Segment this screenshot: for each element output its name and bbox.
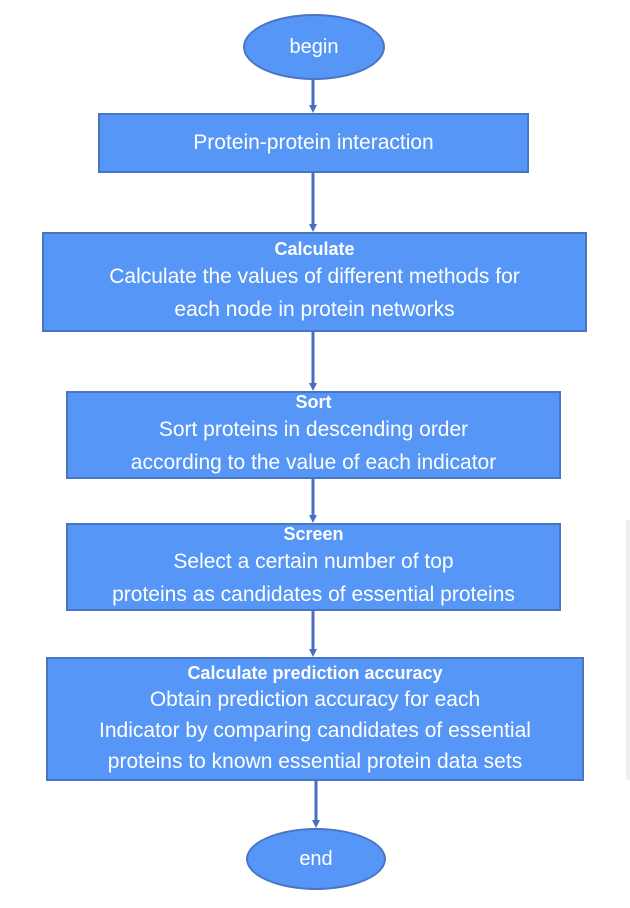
screen-title: Screen [283,524,344,544]
screen-line-1: Select a certain number of top [173,550,454,573]
calculate-line-2: each node in protein networks [174,298,455,321]
calculate-node: Calculate Calculate the values of differ… [42,232,587,332]
accuracy-line-1: Obtain prediction accuracy for each [149,687,481,711]
accuracy-node: Calculate prediction accuracy Obtain pre… [46,657,584,781]
sort-title: Sort [295,392,332,412]
accuracy-title: Calculate prediction accuracy [187,662,443,683]
screen-line-2: proteins as candidates of essential prot… [112,583,515,606]
sort-line-2: according to the value of each indicator [130,451,497,474]
sort-line-1: Sort proteins in descending order [158,418,469,441]
sort-node: Sort Sort proteins in descending order a… [66,391,561,479]
right-edge-strip [626,520,630,780]
end-label: end [299,847,333,870]
begin-label: begin [289,35,339,58]
accuracy-line-3: proteins to known essential protein data… [107,749,523,773]
screen-node: Screen Select a certain number of top pr… [66,523,561,611]
end-node: end [246,828,386,890]
ppi-label: Protein-protein interaction [193,131,434,154]
ppi-node: Protein-protein interaction [98,113,529,173]
begin-node: begin [243,14,385,80]
calculate-line-1: Calculate the values of different method… [109,265,520,288]
calculate-title: Calculate [274,239,355,259]
accuracy-line-2: Indicator by comparing candidates of ess… [99,718,531,742]
